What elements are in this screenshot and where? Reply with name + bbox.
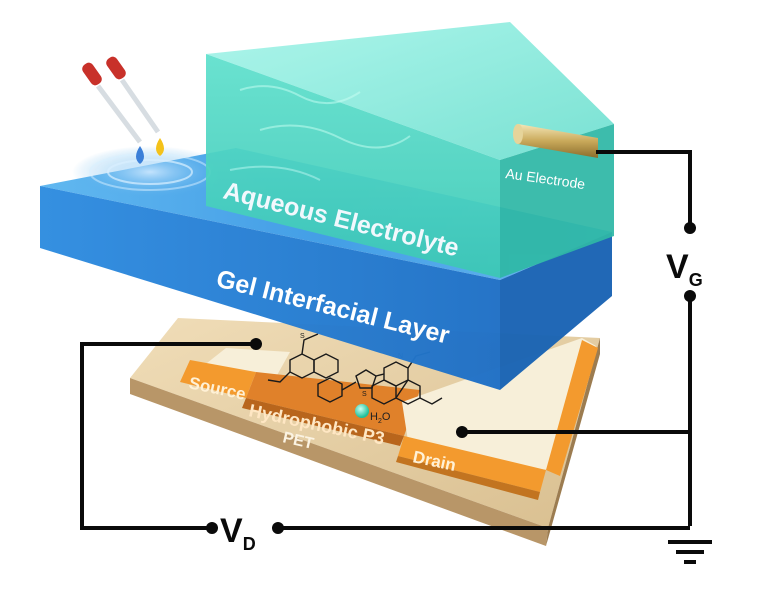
svg-text:S: S — [362, 391, 367, 398]
polymer-structure-icon: S S N — [267, 333, 443, 405]
aqueous-electrolyte: Aqueous Electrolyte — [206, 22, 614, 278]
ground-icon — [668, 540, 712, 564]
vg-label: VG — [666, 248, 703, 290]
pipette-icon — [82, 56, 161, 144]
water-molecule-icon: H2O — [355, 404, 391, 425]
pet-label: PET — [281, 429, 315, 453]
vd-label: VD — [220, 512, 256, 554]
drain-electrode: Drain — [396, 338, 598, 500]
circuit-wires — [80, 150, 692, 530]
yellow-drop-icon — [156, 138, 164, 156]
wire-terminals — [206, 222, 696, 534]
svg-text:S: S — [300, 333, 305, 340]
svg-text:H2O: H2O — [370, 411, 391, 425]
blue-drop-icon — [136, 146, 144, 164]
